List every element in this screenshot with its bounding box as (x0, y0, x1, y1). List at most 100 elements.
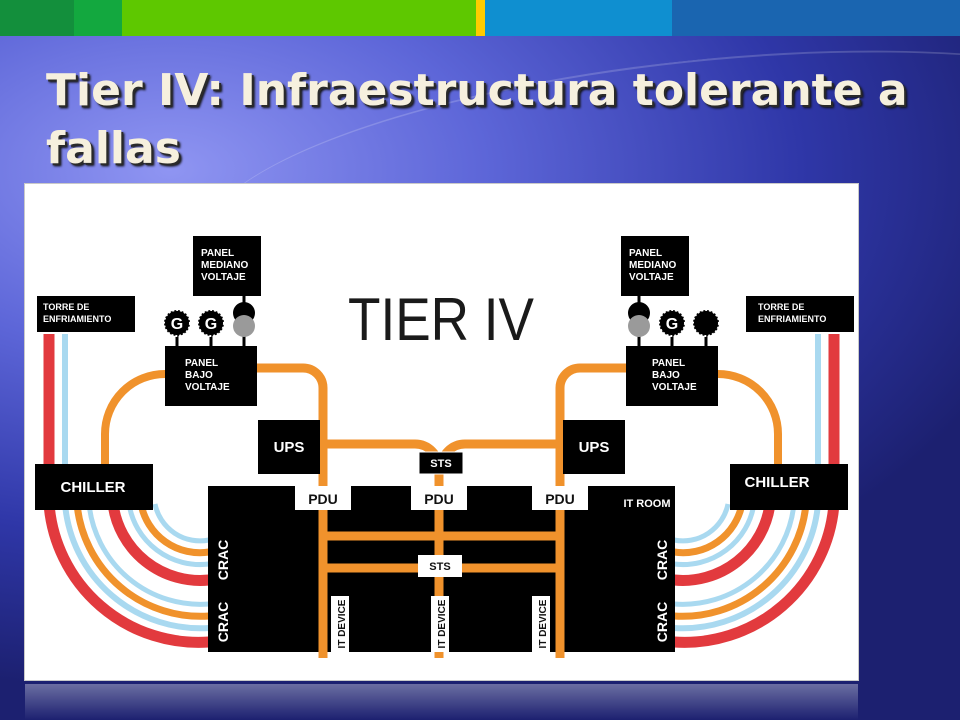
pdu-label: PDU (424, 491, 454, 507)
color-stripe-bar (0, 0, 960, 36)
stripe-segment (476, 0, 485, 36)
generator-icon (658, 309, 686, 337)
panel-box (621, 236, 689, 296)
crac-units: CRAC CRAC CRAC CRAC (215, 540, 670, 642)
it-device-box (532, 596, 550, 652)
panel-label-line: VOLTAJE (629, 272, 674, 283)
tier-iv-diagram: IT ROOM PDU PDU PDU STS STS IT DEVICE IT… (25, 184, 858, 680)
ups-label: UPS (579, 439, 610, 456)
cooling-pipe (717, 370, 782, 464)
it-device-label: IT DEVICE (538, 599, 549, 648)
pdu-label: PDU (545, 491, 575, 507)
panel-label-line: VOLTAJE (185, 382, 230, 393)
panel-box (193, 236, 261, 296)
crac-label: CRAC (215, 540, 231, 580)
sts-box (418, 555, 462, 577)
cooling-tower-right: TORRE DE ENFRIAMIENTO (746, 296, 854, 332)
tower-box (37, 296, 135, 332)
crac-label: CRAC (215, 602, 231, 642)
diagram-reflection (25, 684, 858, 720)
pdu-left: PDU (295, 486, 351, 510)
pdu-box (295, 486, 351, 510)
ups-left: UPS (258, 420, 320, 474)
chiller-box (730, 464, 848, 510)
panel-medium-voltage-left: PANEL MEDIANO VOLTAJE (193, 236, 261, 296)
cooling-pipe (43, 334, 221, 648)
cooling-pipe (73, 503, 221, 620)
panel-label-line: BAJO (185, 370, 213, 381)
tower-label-line: TORRE DE (43, 302, 89, 312)
cooling-pipe (662, 503, 797, 607)
it-device-label: IT DEVICE (337, 599, 348, 648)
diagram-canvas: IT ROOM PDU PDU PDU STS STS IT DEVICE IT… (35, 236, 854, 658)
cooling-loops-left (43, 334, 221, 648)
cooling-pipe (662, 503, 810, 620)
generator-label: G (666, 316, 678, 333)
cooling-pipe (62, 334, 221, 632)
panel-box (626, 346, 718, 406)
tower-label-line: ENFRIAMIENTO (43, 314, 111, 324)
panel-label-line: VOLTAJE (201, 272, 246, 283)
cooling-loops-right (662, 334, 840, 648)
panel-label-line: PANEL (201, 248, 234, 259)
sts-label: STS (430, 458, 451, 470)
panel-low-voltage-right: PANEL BAJO VOLTAJE (626, 346, 718, 406)
tower-label-line: TORRE DE (758, 302, 804, 312)
it-device-labels: IT DEVICE IT DEVICE IT DEVICE (331, 596, 550, 652)
stripe-segment (485, 0, 672, 36)
switch-icon (628, 315, 650, 337)
panel-medium-voltage-right: PANEL MEDIANO VOLTAJE (621, 236, 689, 296)
sts-label: STS (429, 561, 450, 573)
pdu-right: PDU (532, 486, 588, 510)
cooling-pipe (137, 503, 221, 557)
panel-low-voltage-left: PANEL BAJO VOLTAJE (165, 346, 257, 406)
sts-middle: STS (418, 555, 462, 577)
cooling-pipe (152, 503, 221, 544)
panel-label-line: MEDIANO (629, 260, 676, 271)
sts-box (418, 451, 464, 475)
panel-label-line: MEDIANO (201, 260, 248, 271)
cooling-pipe (662, 334, 840, 648)
stripe-segment (122, 0, 476, 36)
stripe-segment (672, 0, 960, 36)
cooling-pipe (107, 503, 221, 586)
generator-label: G (171, 316, 183, 333)
panel-label-line: VOLTAJE (652, 382, 697, 393)
generator-icon (692, 309, 720, 337)
pdu-center: PDU (411, 486, 467, 510)
cooling-pipe (662, 503, 731, 544)
chiller-box (35, 464, 153, 510)
panel-label-line: PANEL (185, 358, 218, 369)
generator-icon (197, 309, 225, 337)
chiller-left: CHILLER (35, 464, 153, 510)
it-device-label: IT DEVICE (437, 599, 448, 648)
ups-box (258, 420, 320, 474)
generators-left: G G (163, 296, 255, 346)
panel-label-line: PANEL (652, 358, 685, 369)
switch-icon (233, 315, 255, 337)
tower-box (746, 296, 854, 332)
panel-label-line: PANEL (629, 248, 662, 259)
tower-label-line: ENFRIAMIENTO (758, 314, 826, 324)
it-device-box (431, 596, 449, 652)
chiller-right: CHILLER (730, 464, 848, 510)
pdu-box (411, 486, 467, 510)
generator-label: G (205, 316, 217, 333)
ups-box (563, 420, 625, 474)
cooling-pipe (662, 334, 821, 632)
panel-label-line: BAJO (652, 370, 680, 381)
cooling-pipe (662, 503, 757, 568)
ups-label: UPS (274, 439, 305, 456)
diagram-heading: TIER IV (348, 286, 534, 353)
stripe-segment (0, 0, 74, 36)
panel-box (165, 346, 257, 406)
it-device-box (331, 596, 349, 652)
cooling-pipe (662, 503, 776, 586)
sts-top: STS (418, 451, 464, 475)
cooling-pipe (662, 503, 746, 557)
crac-label: CRAC (654, 540, 670, 580)
generator-icon (163, 309, 191, 337)
ups-right: UPS (563, 420, 625, 474)
crac-label: CRAC (654, 602, 670, 642)
